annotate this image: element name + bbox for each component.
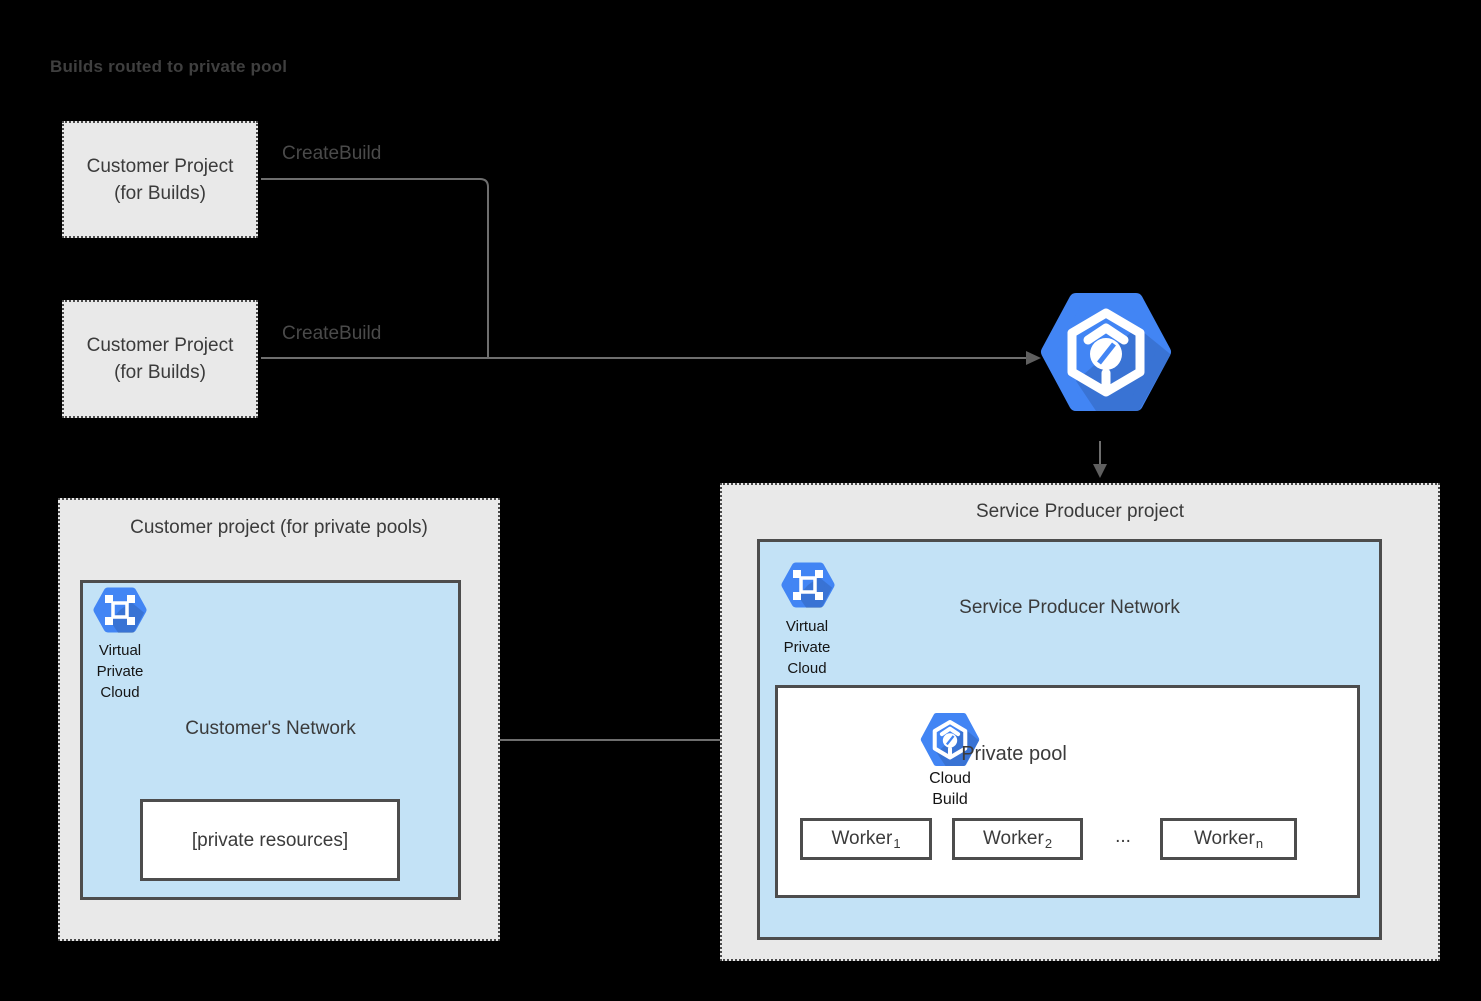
workers-ellipsis: ... [1115, 826, 1131, 847]
private-resources-label: [private resources] [191, 829, 349, 851]
vpc-caption-customer: Virtual Private Cloud [66, 640, 174, 703]
diagram-title: Builds routed to private pool [50, 57, 288, 76]
customer-project-builds-box-1: Customer Project (for Builds) [62, 121, 258, 238]
cloud-build-icon [1041, 293, 1172, 411]
customer-project-builds-2-label-line2: (for Builds) [114, 362, 206, 383]
worker-2-label: Worker [982, 828, 1044, 849]
customer-project-builds-1-label-line2: (for Builds) [114, 182, 206, 204]
customer-project-builds-box-2: Customer Project (for Builds) [62, 300, 258, 418]
service-producer-network-title: Service Producer Network [959, 597, 1180, 618]
customer-project-pools-title: Customer project (for private pools) [130, 517, 428, 538]
vpc-caption-sp-line2: Private [783, 639, 831, 656]
vpc-caption-c-line1: Virtual [98, 642, 142, 659]
vpc-caption-c-line2: Private [96, 663, 144, 680]
private-pool-title: Private pool [961, 743, 1067, 765]
createbuild-edge-label-2: CreateBuild [282, 323, 382, 344]
vpc-caption-sp-line1: Virtual [785, 618, 829, 635]
service-producer-project-title: Service Producer project [975, 501, 1185, 522]
virtual-private-cloud-icon [93, 587, 147, 633]
cloud-build-caption: Cloud Build [898, 768, 1002, 810]
createbuild-edge-label-1: CreateBuild [282, 143, 382, 164]
private-pool-box [775, 685, 1360, 898]
private-resources-box: [private resources] [140, 799, 400, 881]
vpc-caption-c-line3: Cloud [100, 684, 140, 701]
worker-n-subscript: n [1255, 835, 1264, 851]
vpc-caption-service-producer: Virtual Private Cloud [756, 616, 858, 679]
customer-project-builds-2-label-line1: Customer Project [86, 335, 234, 356]
cloud-build-icon [920, 713, 980, 766]
worker-2-subscript: 2 [1044, 835, 1053, 851]
worker-n-label: Worker [1193, 828, 1255, 849]
arrowhead-into-cloud-build [1026, 351, 1041, 365]
worker-1-label: Worker [831, 828, 893, 849]
customer-project-builds-1-label-line1: Customer Project [86, 155, 234, 177]
virtual-private-cloud-icon [781, 562, 835, 608]
vpc-caption-sp-line3: Cloud [787, 660, 827, 677]
cloud-build-caption-line1: Cloud [929, 770, 971, 787]
arrowhead-into-service-producer [1093, 464, 1107, 478]
cloud-build-caption-line2: Build [932, 791, 968, 808]
customer-network-title: Customer's Network [185, 718, 356, 739]
worker-1-subscript: 1 [893, 835, 901, 851]
